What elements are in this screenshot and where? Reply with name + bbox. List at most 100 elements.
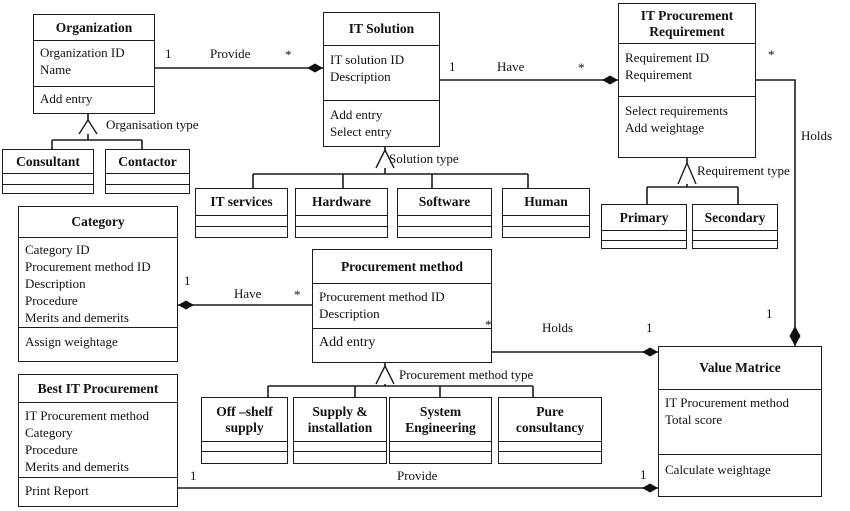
method: Print Report <box>25 483 89 498</box>
methods-compartment <box>499 451 601 463</box>
relationship-label: Holds <box>801 128 833 143</box>
methods-compartment: Print Report <box>19 477 177 506</box>
class-value-matrice: Value Matrice IT Procurement method Tota… <box>658 346 822 497</box>
class-procurement-method: Procurement method Procurement method ID… <box>312 249 492 363</box>
relationship-label: Have <box>497 59 525 74</box>
attributes-compartment <box>202 441 287 451</box>
attribute: Name <box>40 62 72 77</box>
class-title: Contactor <box>118 153 177 169</box>
diamond-value-matrice-bottom <box>642 483 658 493</box>
attributes-compartment <box>503 215 589 226</box>
class-off-shelf-supply: Off –shelf supply <box>201 397 288 464</box>
diamond-category <box>178 300 194 310</box>
generalization-label: Solution type <box>389 151 459 166</box>
class-supply-installation: Supply & installation <box>293 397 387 464</box>
attribute: IT Procurement method <box>25 408 149 423</box>
class-consultant: Consultant <box>2 149 94 194</box>
attribute: IT solution ID <box>330 52 405 67</box>
requirement-type-connector <box>646 158 739 204</box>
relationship-label: Provide <box>397 468 438 483</box>
diamond-value-matrice-left <box>642 347 658 357</box>
class-organization: Organization Organization ID Name Add en… <box>33 14 155 114</box>
attributes-compartment: IT Procurement method Total score <box>659 389 821 454</box>
methods-compartment <box>196 226 287 237</box>
attributes-compartment <box>398 215 491 226</box>
class-it-services: IT services <box>195 188 288 238</box>
class-title: Consultant <box>16 153 80 169</box>
class-title: IT Procurement Requirement <box>640 7 734 39</box>
class-software: Software <box>397 188 492 238</box>
attribute: Procedure <box>25 293 78 308</box>
attribute: Procedure <box>25 442 78 457</box>
class-contactor: Contactor <box>105 149 190 194</box>
class-hardware: Hardware <box>295 188 388 238</box>
cardinality: * <box>294 287 301 302</box>
methods-compartment <box>398 226 491 237</box>
class-title: Supply & installation <box>307 403 373 435</box>
attribute: Organization ID <box>40 45 125 60</box>
cardinality: 1 <box>184 273 191 288</box>
attributes-compartment <box>196 215 287 226</box>
method: Select requirements <box>625 103 728 118</box>
class-title: IT Solution <box>348 21 415 36</box>
methods-compartment <box>294 451 386 463</box>
methods-compartment: Add entry Select entry <box>324 100 439 146</box>
method: Add entry <box>319 335 376 350</box>
diamond-it-procurement-requirement <box>602 75 618 85</box>
class-best-it-procurement: Best IT Procurement IT Procurement metho… <box>18 374 178 507</box>
attribute: Category <box>25 425 73 440</box>
attributes-compartment <box>294 441 386 451</box>
methods-compartment: Add entry <box>313 328 491 362</box>
class-title: Category <box>71 214 125 229</box>
generalization-label: Procurement method type <box>399 367 534 382</box>
procurement-method-type-triangle <box>375 364 395 385</box>
methods-compartment: Select requirements Add weightage <box>619 96 755 157</box>
methods-compartment: Calculate weightage <box>659 454 821 496</box>
class-title: Organization <box>55 19 133 35</box>
diamond-value-matrice-top <box>789 326 801 346</box>
methods-compartment <box>296 226 387 237</box>
cardinality: 1 <box>165 46 172 61</box>
methods-compartment: Assign weightage <box>19 327 177 361</box>
class-title: Human <box>524 194 568 209</box>
holds-right-line <box>756 79 796 346</box>
class-title: Value Matrice <box>699 360 781 375</box>
attributes-compartment <box>693 230 777 240</box>
cardinality: * <box>578 60 585 75</box>
attribute: IT Procurement method <box>665 395 789 410</box>
relationship-label: Provide <box>210 46 251 61</box>
generalization-label: Organisation type <box>106 117 199 132</box>
attributes-compartment: Organization ID Name <box>34 40 154 86</box>
methods-compartment <box>503 226 589 237</box>
methods-compartment <box>3 184 93 193</box>
methods-compartment: Add entry <box>34 86 154 113</box>
attribute: Procurement method ID <box>319 289 445 304</box>
cardinality: * <box>285 47 292 62</box>
requirement-type-triangle <box>677 161 697 185</box>
attributes-compartment <box>602 230 686 240</box>
cardinality: 1 <box>766 306 773 321</box>
class-title: Software <box>418 194 471 209</box>
attributes-compartment <box>390 441 491 451</box>
methods-compartment <box>602 240 686 248</box>
solution-type-triangle <box>375 148 395 169</box>
relationship-label: Have <box>234 286 262 301</box>
class-it-solution: IT Solution IT solution ID Description A… <box>323 12 440 147</box>
method: Assign weightage <box>25 334 118 349</box>
class-title: Off –shelf supply <box>216 403 273 435</box>
method: Select entry <box>330 124 392 139</box>
generalization-label: Requirement type <box>697 163 790 178</box>
class-category: Category Category ID Procurement method … <box>18 206 178 362</box>
attributes-compartment: Category ID Procurement method ID Descri… <box>19 237 177 327</box>
attributes-compartment <box>499 441 601 451</box>
class-primary: Primary <box>601 204 687 249</box>
class-human: Human <box>502 188 590 238</box>
attribute: Merits and demerits <box>25 310 129 325</box>
attribute: Category ID <box>25 242 90 257</box>
class-pure-consultancy: Pure consultancy <box>498 397 602 464</box>
method: Calculate weightage <box>665 462 771 477</box>
attribute: Description <box>330 69 391 84</box>
attributes-compartment <box>3 173 93 184</box>
methods-compartment <box>106 184 189 193</box>
